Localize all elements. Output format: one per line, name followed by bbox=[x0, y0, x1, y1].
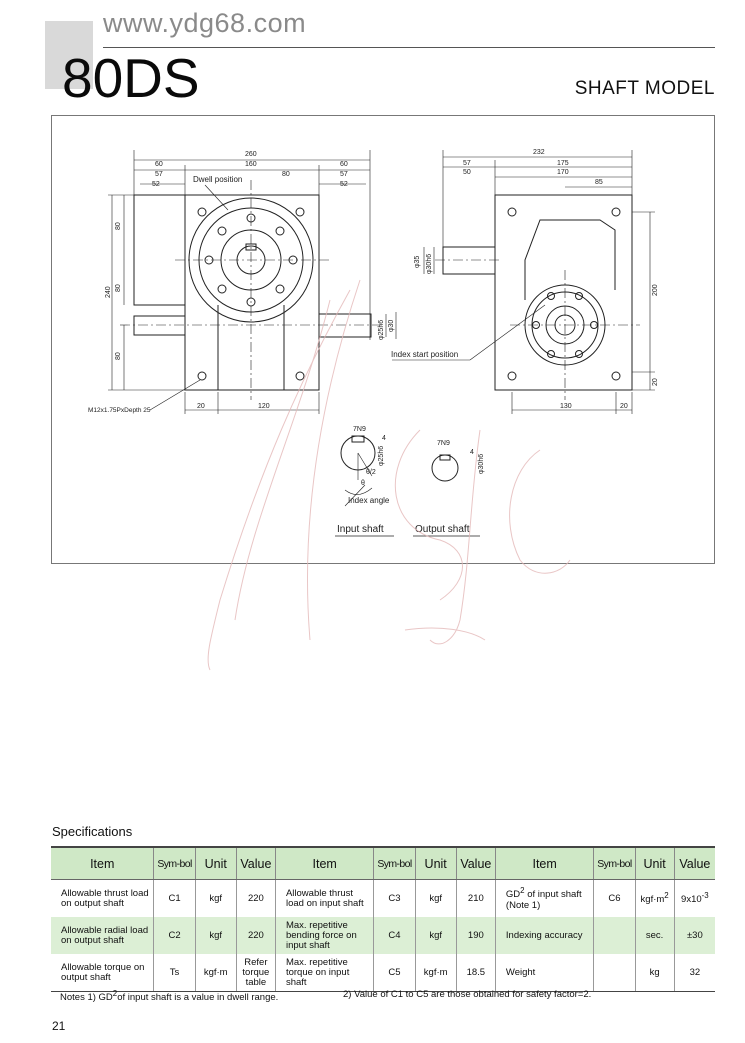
svg-text:52: 52 bbox=[152, 181, 160, 188]
dim-260: 260 bbox=[245, 151, 257, 158]
svg-text:φ30h6: φ30h6 bbox=[478, 454, 485, 474]
svg-text:7N9: 7N9 bbox=[353, 426, 366, 433]
svg-text:232: 232 bbox=[533, 149, 545, 156]
model-type-label: SHAFT MODEL bbox=[574, 78, 715, 99]
note-2: 2) Value of C1 to C5 are those obtained … bbox=[343, 989, 592, 1000]
model-title: 80DS bbox=[62, 47, 200, 109]
svg-text:170: 170 bbox=[557, 169, 569, 176]
svg-text:57: 57 bbox=[155, 171, 163, 178]
svg-text:57: 57 bbox=[463, 160, 471, 167]
svg-text:80: 80 bbox=[282, 171, 290, 178]
svg-text:60: 60 bbox=[155, 161, 163, 168]
sjc-watermark bbox=[207, 279, 571, 671]
svg-text:85: 85 bbox=[595, 179, 603, 186]
svg-text:φ35: φ35 bbox=[414, 256, 421, 268]
output-shaft-label: Output shaft bbox=[415, 524, 470, 535]
header-rule bbox=[103, 47, 715, 48]
table-row: Allowable thrust load on output shaft C1… bbox=[51, 879, 715, 917]
svg-text:52: 52 bbox=[340, 181, 348, 188]
table-header-row: Item Sym-bol Unit Value Item Sym-bol Uni… bbox=[51, 846, 715, 880]
svg-text:φ30: φ30 bbox=[388, 320, 395, 332]
svg-text:120: 120 bbox=[258, 403, 270, 410]
page-number: 21 bbox=[52, 1019, 66, 1033]
svg-text:20: 20 bbox=[620, 403, 628, 410]
index-angle-label: Index angle bbox=[348, 496, 390, 505]
header-gray-block bbox=[45, 21, 93, 89]
svg-text:80: 80 bbox=[115, 222, 122, 230]
svg-text:20: 20 bbox=[652, 378, 659, 386]
front-output-shaft bbox=[318, 313, 372, 338]
svg-text:200: 200 bbox=[652, 284, 659, 296]
svg-text:60: 60 bbox=[340, 161, 348, 168]
table-notes: Notes 1) GD2of input shaft is a value in… bbox=[60, 989, 591, 1004]
svg-text:160: 160 bbox=[245, 161, 257, 168]
svg-text:130: 130 bbox=[560, 403, 572, 410]
svg-text:80: 80 bbox=[115, 352, 122, 360]
svg-text:φ25h6: φ25h6 bbox=[378, 446, 385, 466]
svg-text:175: 175 bbox=[557, 160, 569, 167]
side-body-outline bbox=[494, 194, 633, 391]
table-row: Allowable radial load on output shaft C2… bbox=[51, 917, 715, 954]
side-input-shaft bbox=[442, 246, 496, 275]
thread-label: M12x1.75PxDepth 25 bbox=[88, 407, 151, 414]
front-input-shaft bbox=[133, 315, 186, 336]
table-row: Allowable torque on output shaft Ts kgf·… bbox=[51, 954, 715, 992]
technical-drawing: 260 60 160 60 57 80 57 52 52 80 240 80 8… bbox=[88, 149, 659, 537]
svg-text:240: 240 bbox=[105, 286, 112, 298]
svg-text:θ/2: θ/2 bbox=[366, 469, 376, 476]
website-url: www.ydg68.com bbox=[103, 8, 307, 38]
svg-text:4: 4 bbox=[470, 449, 474, 456]
svg-text:θ: θ bbox=[361, 480, 365, 487]
drawing-frame bbox=[51, 115, 715, 564]
specifications-title: Specifications bbox=[52, 824, 133, 839]
note-1: Notes 1) GD2of input shaft is a value in… bbox=[60, 989, 279, 1004]
svg-text:φ30h6: φ30h6 bbox=[426, 254, 433, 274]
svg-text:7N9: 7N9 bbox=[437, 440, 450, 447]
index-start-label: Index start position bbox=[391, 350, 458, 359]
svg-text:4: 4 bbox=[382, 435, 386, 442]
specifications-table: Item Sym-bol Unit Value Item Sym-bol Uni… bbox=[51, 846, 715, 992]
svg-text:φ25h6: φ25h6 bbox=[378, 320, 385, 340]
svg-text:57: 57 bbox=[340, 171, 348, 178]
svg-text:50: 50 bbox=[463, 169, 471, 176]
svg-text:20: 20 bbox=[197, 403, 205, 410]
svg-text:80: 80 bbox=[115, 284, 122, 292]
input-shaft-label: Input shaft bbox=[337, 524, 384, 535]
dwell-position-label: Dwell position bbox=[193, 175, 242, 184]
